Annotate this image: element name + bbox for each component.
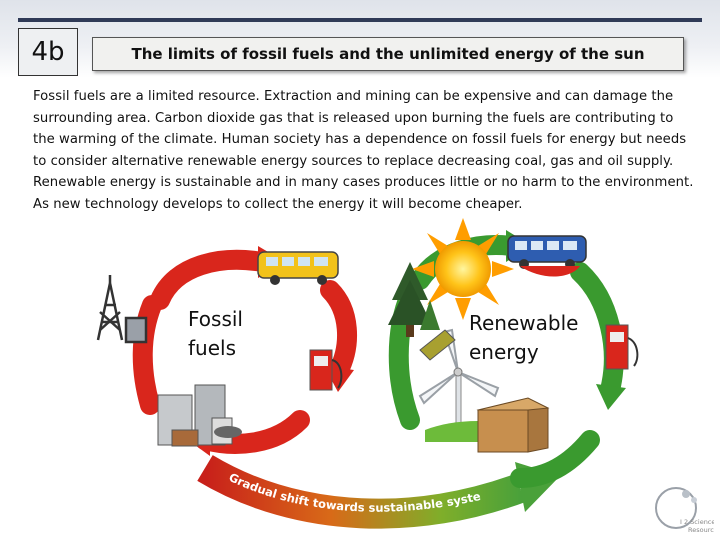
logo-emblem-icon: I 2 Science Resources bbox=[655, 487, 720, 534]
renewable-energy-label: Renewable energy bbox=[467, 309, 591, 367]
charging-pump-icon bbox=[605, 324, 639, 370]
renewable-energy-text: Renewable energy bbox=[469, 311, 579, 364]
header-rule bbox=[18, 18, 702, 22]
fuel-pump-icon bbox=[309, 349, 343, 391]
tree-icon bbox=[388, 262, 440, 337]
logo-line1: I 2 Science bbox=[680, 518, 714, 526]
logo-line2: Resources bbox=[688, 526, 714, 534]
body-paragraph: Fossil fuels are a limited resource. Ext… bbox=[33, 89, 694, 212]
solar-panel-icon bbox=[419, 329, 456, 361]
fossil-fuels-text: Fossil fuels bbox=[188, 307, 243, 360]
bus-icon bbox=[257, 251, 339, 285]
slide-title: The limits of fossil fuels and the unlim… bbox=[92, 37, 684, 71]
sun-icon bbox=[412, 218, 514, 320]
slide-number: 4b bbox=[18, 28, 78, 76]
oil-derrick-icon bbox=[96, 275, 148, 344]
biomass-crate-icon bbox=[425, 397, 550, 453]
fossil-fuels-label: Fossil fuels bbox=[188, 305, 258, 363]
publisher-logo: I 2 Science Resources bbox=[650, 484, 720, 536]
industry-icon bbox=[157, 384, 242, 447]
electric-bus-icon bbox=[507, 235, 587, 277]
